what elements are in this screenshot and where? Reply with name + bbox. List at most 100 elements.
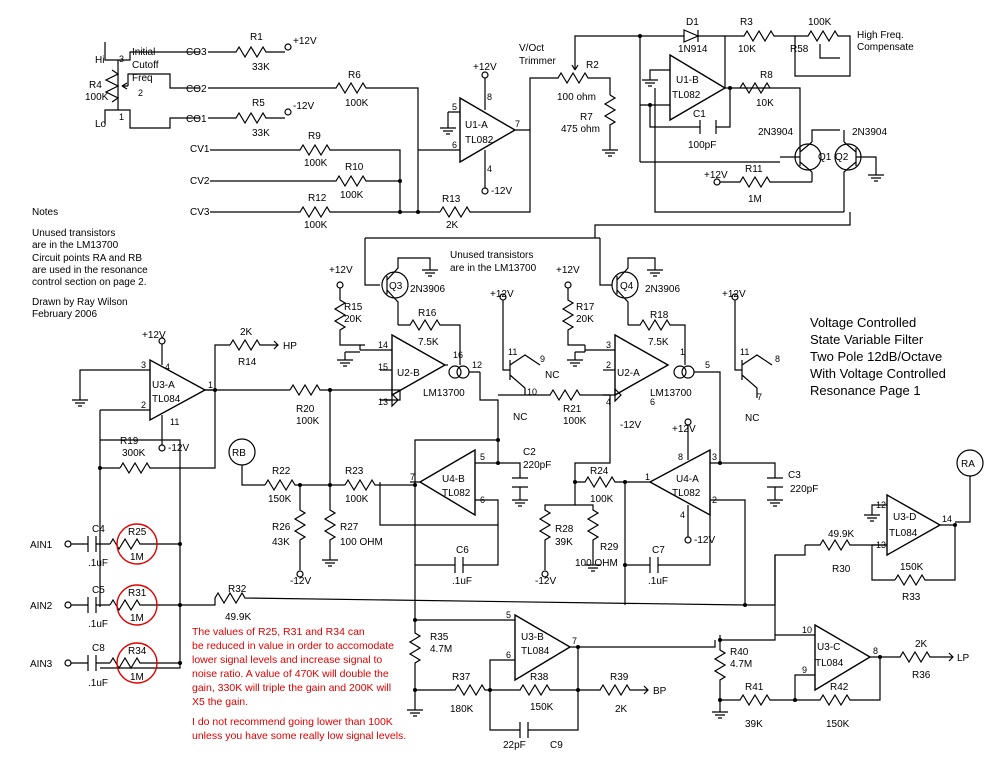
transistor-q1	[780, 129, 840, 182]
junction-dots	[98, 34, 957, 702]
svg-text:R22: R22	[272, 466, 291, 477]
svg-text:100K: 100K	[304, 220, 328, 231]
svg-text:Drawn by Ray Wilson: Drawn by Ray Wilson	[32, 297, 128, 308]
resistor-r24	[538, 475, 625, 578]
resistor-r17	[561, 281, 585, 346]
svg-text:10K: 10K	[756, 98, 774, 109]
svg-text:20K: 20K	[344, 314, 362, 325]
svg-text:Circuit points RA and RB: Circuit points RA and RB	[32, 253, 142, 264]
svg-text:C8: C8	[92, 643, 105, 654]
svg-text:475 ohm: 475 ohm	[561, 124, 600, 135]
input-ain3	[64, 655, 180, 671]
svg-text:NC: NC	[545, 370, 559, 381]
svg-text:R33: R33	[902, 592, 921, 603]
resistor-r8	[739, 81, 771, 95]
svg-text:C3: C3	[788, 470, 801, 481]
svg-text:.1uF: .1uF	[88, 678, 108, 689]
svg-text:TL082: TL082	[442, 488, 471, 499]
resistor-r9	[210, 143, 401, 212]
svg-text:2K: 2K	[615, 704, 628, 715]
svg-text:2N3904: 2N3904	[758, 127, 793, 138]
svg-text:3: 3	[712, 452, 717, 462]
svg-text:AIN1: AIN1	[30, 540, 53, 551]
svg-text:16: 16	[453, 350, 463, 360]
opamp-u3c	[712, 555, 954, 719]
svg-text:220pF: 220pF	[790, 484, 818, 495]
svg-text:-12V: -12V	[694, 535, 715, 546]
svg-text:R20: R20	[296, 404, 315, 415]
svg-text:2N3906: 2N3906	[645, 284, 680, 295]
svg-text:100K: 100K	[296, 416, 320, 427]
svg-text:State Variable Filter: State Variable Filter	[810, 332, 924, 347]
svg-text:-12V: -12V	[290, 576, 311, 587]
co3-label: CO3	[186, 47, 207, 58]
svg-text:C9: C9	[550, 740, 563, 751]
resistor-r12	[210, 205, 440, 219]
svg-text:6: 6	[452, 140, 457, 150]
opamp-u1a	[418, 71, 517, 195]
svg-text:1M: 1M	[748, 194, 762, 205]
svg-text:33K: 33K	[252, 62, 270, 73]
input-ain2	[64, 591, 746, 613]
svg-text:12: 12	[876, 500, 886, 510]
trimmer-r2	[529, 35, 641, 162]
svg-text:49.9K: 49.9K	[828, 529, 854, 540]
svg-text:10K: 10K	[738, 44, 756, 55]
svg-text:R27: R27	[340, 522, 359, 533]
svg-text:LM13700: LM13700	[423, 388, 465, 399]
svg-text:5: 5	[506, 610, 511, 620]
svg-text:.1uF: .1uF	[88, 619, 108, 630]
resistor-r18	[628, 318, 686, 365]
svg-text:2K: 2K	[915, 639, 928, 650]
svg-text:100 OHM: 100 OHM	[340, 537, 383, 548]
svg-text:+12V: +12V	[556, 265, 580, 276]
svg-text:1: 1	[680, 347, 685, 357]
svg-text:D1: D1	[686, 17, 699, 28]
opamp-u4a	[574, 394, 783, 605]
co2-label: CO2	[186, 84, 207, 95]
svg-text:C2: C2	[523, 447, 536, 458]
wire-q4-q2	[594, 212, 851, 238]
svg-text:C4: C4	[92, 524, 105, 535]
svg-text:R21: R21	[563, 404, 582, 415]
svg-text:R8: R8	[760, 70, 773, 81]
svg-text:6: 6	[506, 650, 511, 660]
cutoff-label: Cutoff	[132, 60, 159, 71]
svg-text:R14: R14	[238, 357, 257, 368]
svg-text:R25: R25	[128, 527, 147, 538]
rb-point	[228, 438, 265, 486]
svg-text:2: 2	[606, 360, 611, 370]
resistor-r6	[208, 81, 419, 212]
r31-highlight	[116, 584, 158, 626]
svg-text:3: 3	[119, 54, 124, 64]
svg-text:RB: RB	[232, 448, 246, 459]
svg-text:Trimmer: Trimmer	[519, 56, 557, 67]
svg-text:With Voltage Controlled: With Voltage Controlled	[810, 366, 946, 381]
svg-text:2: 2	[141, 400, 146, 410]
svg-text:R3: R3	[740, 17, 753, 28]
svg-text:R11: R11	[745, 164, 763, 175]
svg-text:11: 11	[170, 417, 179, 427]
svg-text:R30: R30	[832, 564, 851, 575]
svg-text:C6: C6	[456, 545, 469, 556]
ota-u2a	[567, 333, 721, 463]
svg-text:100K: 100K	[563, 416, 587, 427]
svg-text:U1-B: U1-B	[676, 75, 699, 86]
svg-text:R15: R15	[344, 302, 363, 313]
svg-text:Q4: Q4	[620, 281, 634, 292]
svg-text:AIN3: AIN3	[30, 659, 53, 670]
svg-text:TL084: TL084	[815, 658, 844, 669]
svg-text:1M: 1M	[130, 613, 144, 624]
svg-text:100K: 100K	[345, 98, 369, 109]
svg-text:Unused transistors: Unused transistors	[450, 250, 533, 261]
svg-text:Resonance Page 1: Resonance Page 1	[810, 383, 921, 398]
svg-text:7.5K: 7.5K	[418, 337, 439, 348]
svg-text:39K: 39K	[745, 719, 763, 730]
svg-text:3: 3	[141, 360, 146, 370]
svg-text:U2-B: U2-B	[397, 368, 420, 379]
svg-text:-12V: -12V	[293, 101, 314, 112]
svg-text:43K: 43K	[272, 537, 290, 548]
transistor-q4	[599, 238, 663, 325]
diode-d1	[640, 29, 730, 43]
svg-text:3: 3	[606, 340, 611, 350]
